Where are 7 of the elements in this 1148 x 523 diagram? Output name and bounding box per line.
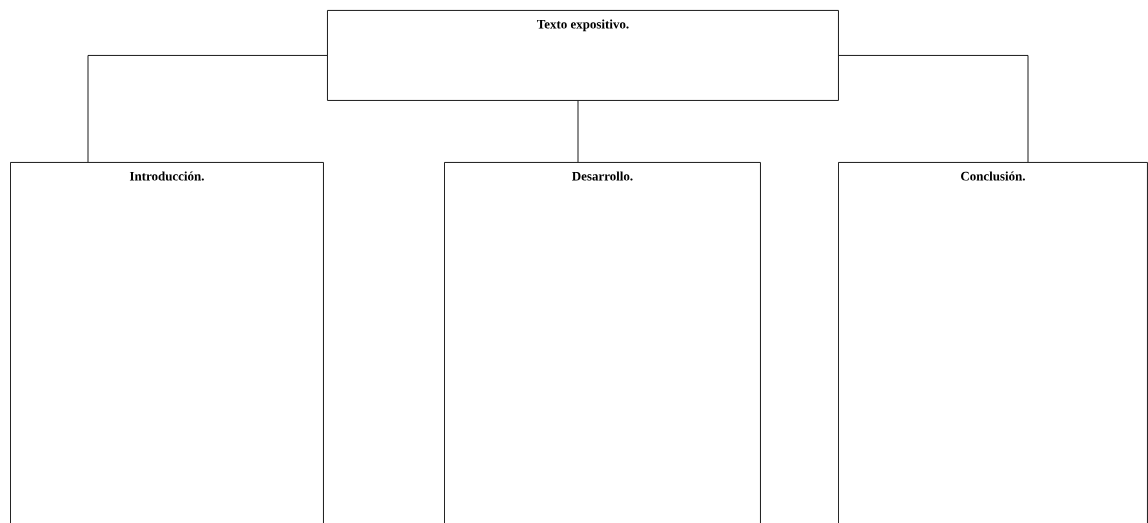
- text-box: Desarrollo.: [444, 162, 761, 523]
- text-box: Texto expositivo.: [327, 10, 839, 101]
- text-box: Conclusión.: [838, 162, 1148, 523]
- connector-line: [577, 100, 579, 163]
- connector-line: [838, 55, 1029, 163]
- text-box: Introducción.: [10, 162, 324, 523]
- connector-line: [87, 55, 328, 163]
